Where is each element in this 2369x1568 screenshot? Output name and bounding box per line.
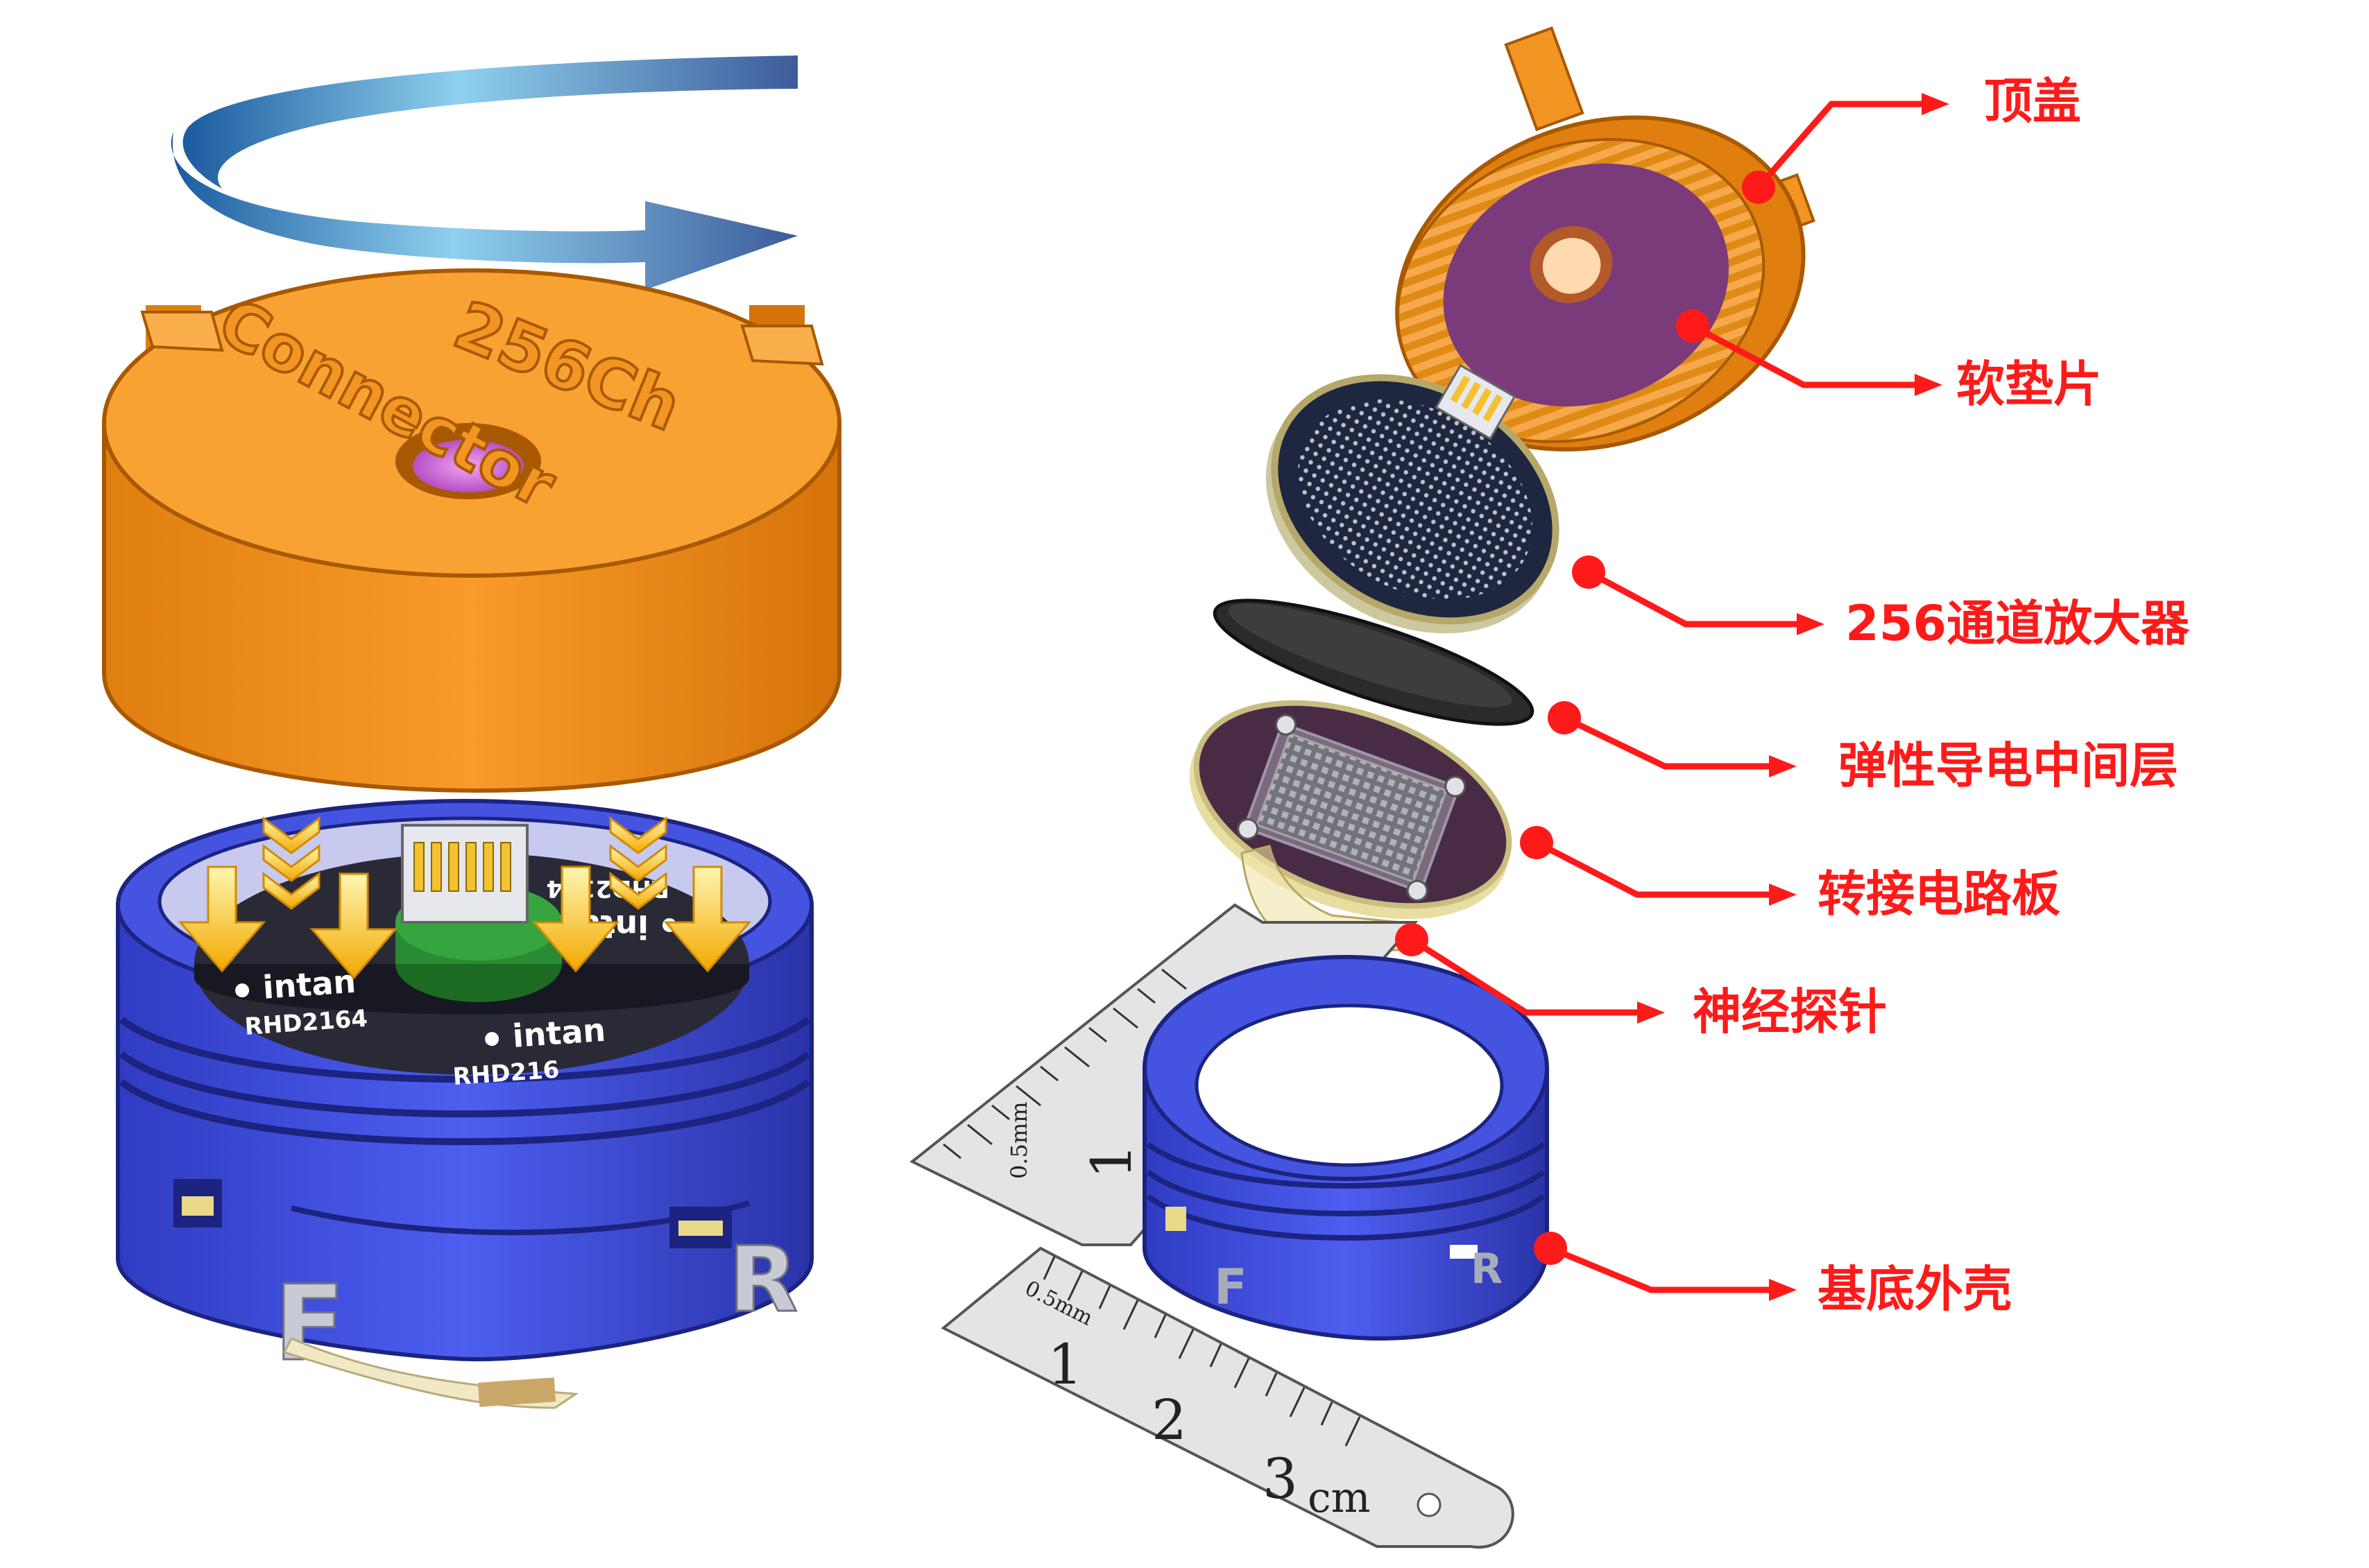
callout-leader-line [1691, 323, 1922, 388]
callout-top-cap: 顶盖 [1742, 73, 2081, 204]
exploded-top-cap [1395, 26, 1815, 452]
callout-label-top-cap: 顶盖 [1984, 73, 2081, 130]
callout-arrowhead-icon [1922, 93, 1949, 115]
callout-label-adapter-board: 转接电路板 [1818, 865, 2060, 922]
callout-label-base-shell: 基底外壳 [1818, 1261, 2012, 1318]
callout-leader-line [1563, 714, 1776, 770]
callout-label-amplifier: 256通道放大器 [1845, 595, 2190, 652]
ruler-top-ticks [943, 968, 1187, 1160]
callout-arrowhead-icon [1769, 884, 1797, 906]
callout-neural-probe: 神经探针 [1395, 923, 1887, 1040]
ruler-bottom-number-2: 2 [1152, 1388, 1187, 1452]
exploded-base-letter-r: R [1471, 1245, 1503, 1293]
callout-leader-line [1756, 101, 1928, 189]
ruler-bottom-unit: cm [1308, 1474, 1371, 1522]
ruler-bottom-ticks [1043, 1256, 1361, 1447]
board-connector [395, 824, 562, 1002]
callout-arrowhead-icon [1769, 755, 1797, 777]
callout-leader-line [1534, 840, 1776, 898]
callout-label-elastic-layer: 弹性导电中间层 [1838, 737, 2178, 794]
callout-elastic-layer: 弹性导电中间层 [1548, 701, 2178, 794]
flex-cable [282, 1337, 579, 1409]
assembled-top-cap: 256Ch Connector [102, 268, 841, 793]
callout-label-neural-probe: 神经探针 [1693, 983, 1887, 1040]
callout-leader-line [1549, 1245, 1776, 1293]
chip-label-1: intan RHD2164 [235, 963, 368, 1041]
exploded-base-shell: F R [1143, 955, 1549, 1341]
callout-arrowhead-icon [1915, 374, 1942, 396]
callout-arrowhead-icon [1637, 1001, 1665, 1024]
exploded-amplifier [1265, 363, 1559, 634]
ruler-bottom-number-1: 1 [1047, 1332, 1083, 1397]
callout-leader-line [1410, 937, 1644, 1016]
exploded-base-letter-f: F [1214, 1259, 1247, 1316]
callout-arrowhead-icon [1769, 1279, 1797, 1301]
callout-adapter-board: 转接电路板 [1520, 826, 2060, 922]
insertion-arrows-icon [178, 816, 752, 980]
svg-text:intan: intan [511, 1011, 607, 1055]
base-letter-r: R [728, 1227, 798, 1332]
ruler-top-major-label: 1 [1079, 1144, 1144, 1179]
callout-leader-line [1587, 569, 1804, 628]
callout-base-shell: 基底外壳 [1534, 1232, 2012, 1318]
callout-soft-pad: 软垫片 [1676, 309, 2102, 413]
ruler-bottom-number-3: 3 [1263, 1447, 1298, 1511]
callout-arrowhead-icon [1797, 613, 1824, 635]
callout-label-soft-pad: 软垫片 [1956, 356, 2102, 413]
exploded-elastic-layer [1213, 598, 1534, 726]
svg-text:intan: intan [262, 963, 357, 1006]
ruler-bottom: 0.5mm 1 2 3 cm [941, 1246, 1514, 1549]
ruler-top-minor-label: 0.5mm [1006, 1101, 1032, 1179]
rotation-arrow-icon [171, 55, 798, 290]
callout-amplifier: 256通道放大器 [1572, 555, 2190, 652]
